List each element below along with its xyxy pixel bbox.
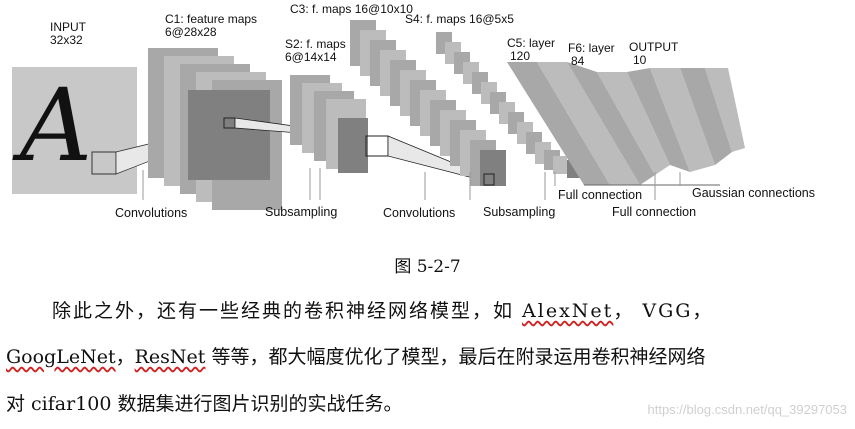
s2-size: 6@14x14: [285, 50, 337, 64]
c1-feature-maps: [148, 48, 282, 210]
watermark: https://blog.csdn.net/qq_39297053: [647, 402, 848, 417]
googlenet-term: GoogLeNet: [6, 346, 116, 368]
c3-label: C3: f. maps 16@10x10: [290, 2, 413, 16]
input-glyph: A: [12, 67, 92, 184]
op-convolutions-2: Convolutions: [383, 206, 455, 220]
s4-label: S4: f. maps 16@5x5: [405, 12, 514, 26]
operation-brackets: [142, 168, 681, 200]
paragraph-line-2: GoogLeNet，ResNet 等等，都大幅度优化了模型，最后在附录运用卷积神…: [6, 342, 852, 372]
c5-size: 120: [510, 49, 530, 63]
paragraph-text: ， VGG，: [613, 300, 714, 322]
op-subsampling-2: Subsampling: [483, 205, 555, 219]
op-subsampling-1: Subsampling: [265, 205, 337, 219]
paragraph-line-1: 除此之外，还有一些经典的卷积神经网络模型，如 AlexNet， VGG，: [6, 296, 852, 326]
op-full-connection-2: Full connection: [612, 205, 696, 219]
c1-size: 6@28x28: [165, 25, 217, 39]
paragraph-line-3: 对 cifar100 数据集进行图片识别的实战任务。: [6, 393, 403, 415]
c3-feature-maps: [350, 20, 506, 186]
output-size: 10: [633, 53, 647, 67]
op-convolutions-1: Convolutions: [115, 206, 187, 220]
paragraph-text: 等等，都大幅度优化了模型，最后在附录运用卷积神经网络: [205, 346, 706, 368]
op-gaussian-connections: Gaussian connections: [692, 186, 815, 200]
s2-feature-maps: [290, 75, 368, 173]
input-size: 32x32: [50, 33, 83, 47]
paragraph-text: 除此之外，还有一些经典的卷积神经网络模型，如: [52, 300, 523, 322]
output-label: OUTPUT: [629, 40, 679, 54]
alexnet-term: AlexNet: [522, 300, 614, 322]
c1-label: C1: feature maps: [165, 12, 257, 26]
f6-size: 84: [571, 54, 585, 68]
c3-receptive-field: [483, 173, 495, 186]
s4-feature-maps: [436, 32, 585, 178]
f6-label: F6: layer: [568, 41, 615, 55]
op-full-connection-1: Full connection: [558, 188, 642, 202]
c5-label: C5: layer: [507, 36, 555, 50]
lenet-architecture-diagram: A INPUT 32x32 C1: feature maps 6@28x28 S…: [12, 2, 815, 220]
s2-receptive-field: [365, 135, 389, 157]
s2-label: S2: f. maps: [285, 37, 346, 51]
resnet-term: ResNet: [134, 346, 206, 368]
paragraph-text: ，: [115, 346, 135, 368]
input-label: INPUT: [50, 20, 87, 34]
fc-layers: [507, 62, 745, 186]
figure-caption: 图 5-2-7: [394, 257, 461, 277]
